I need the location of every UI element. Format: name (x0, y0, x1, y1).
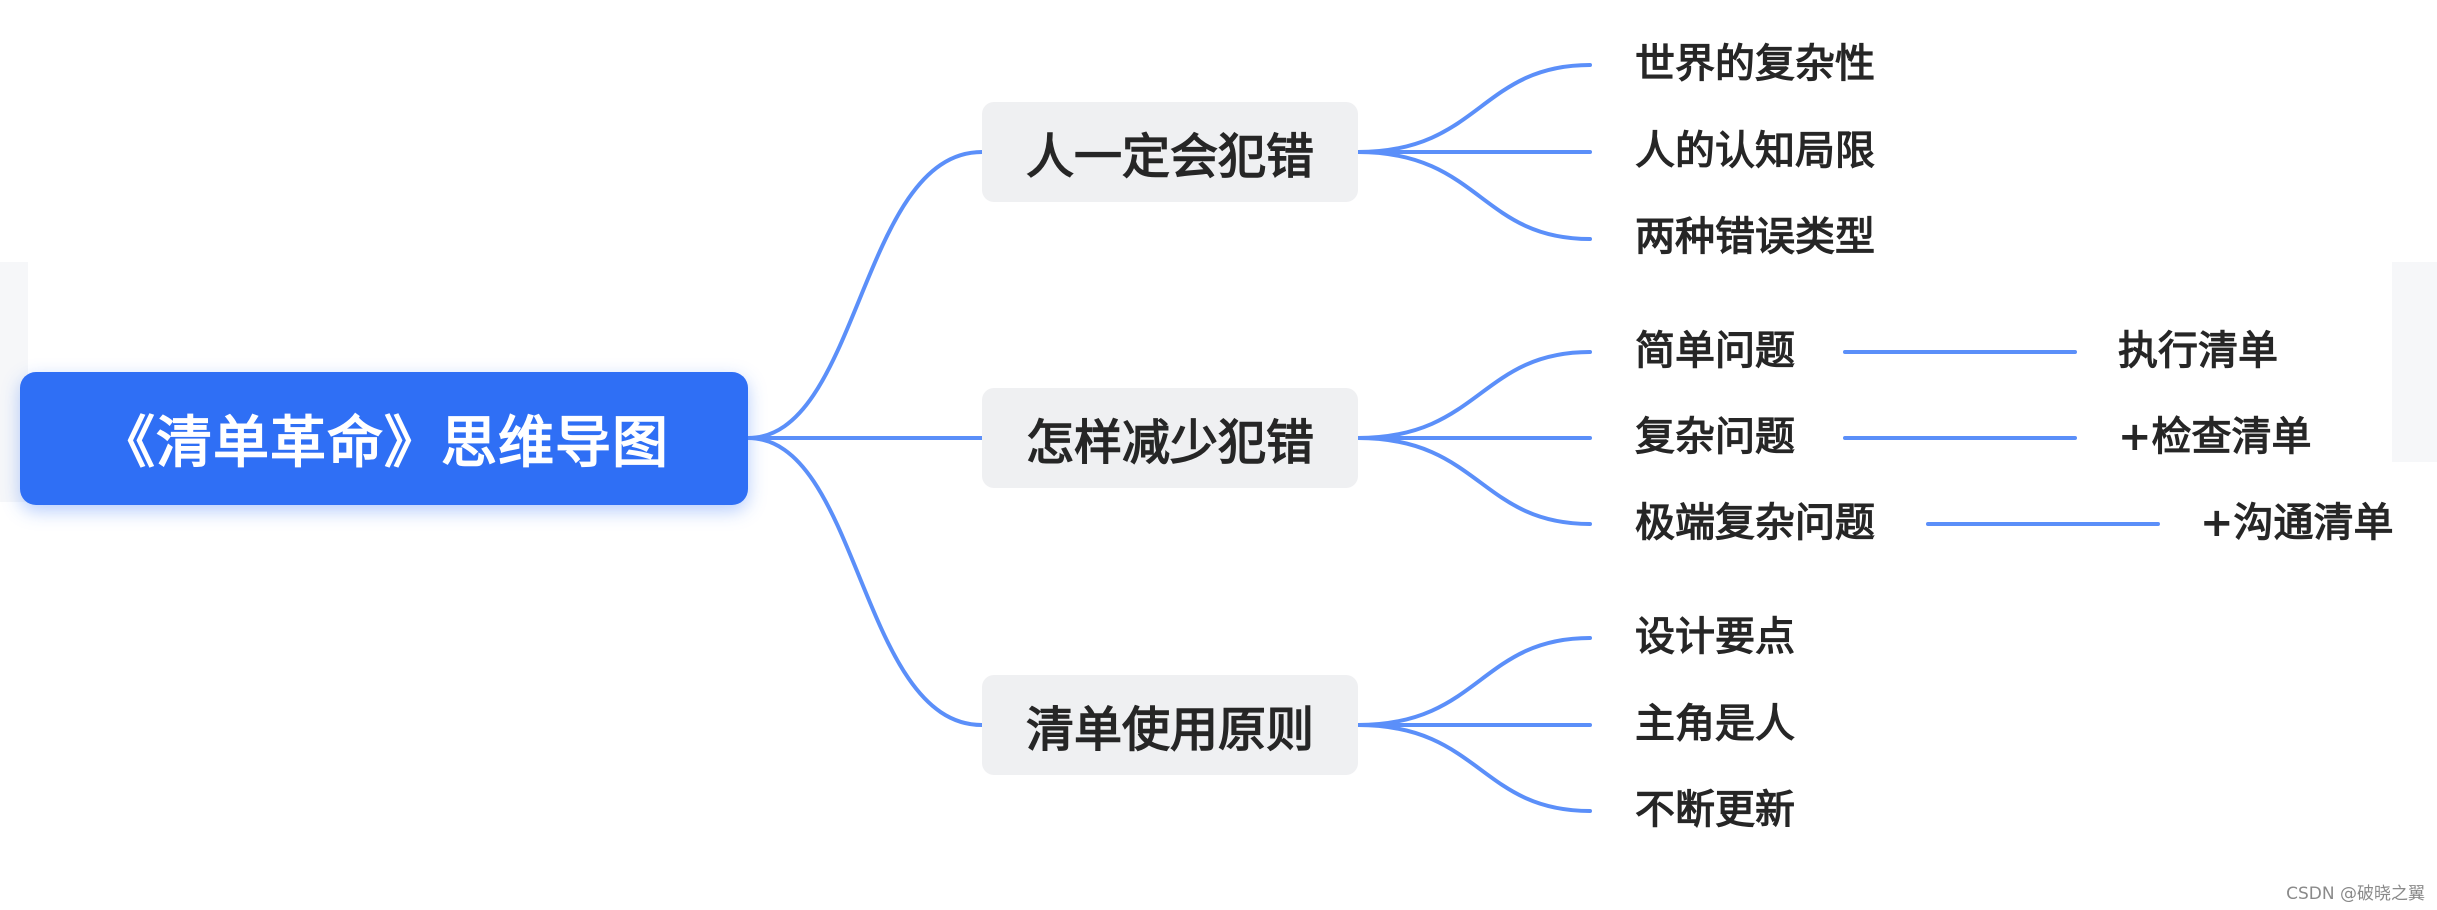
leaf-cognitive-limits[interactable]: 人的认知局限 (1635, 128, 1875, 174)
leaf-simple-problem[interactable]: 简单问题 (1635, 328, 1795, 374)
leaf-error-types[interactable]: 两种错误类型 (1635, 214, 1875, 260)
watermark: CSDN @破晓之翼 (2286, 884, 2425, 904)
leaf-communication-checklist[interactable]: +沟通清单 (2200, 500, 2394, 546)
link-branch-3-leaf-1 (1356, 636, 1592, 727)
link-branch-3-leaf-3 (1356, 723, 1592, 813)
link-root-branch-1 (746, 150, 984, 440)
leaf-world-complexity[interactable]: 世界的复杂性 (1635, 41, 1875, 87)
leaf-extreme-problem[interactable]: 极端复杂问题 (1635, 500, 1875, 546)
right-edge-panel (2392, 262, 2437, 462)
link-branch-2-leaf-3 (1356, 436, 1592, 526)
leaf-check-checklist[interactable]: +检查清单 (2118, 414, 2312, 460)
leaf-complex-problem[interactable]: 复杂问题 (1635, 414, 1795, 460)
link-root-branch-3 (746, 436, 984, 727)
link-branch-1-leaf-3 (1356, 150, 1592, 241)
link-branch-2-leaf-1 (1356, 350, 1592, 440)
branch-node-checklist-principles[interactable]: 清单使用原则 (982, 675, 1358, 775)
branch-node-reduce-mistakes[interactable]: 怎样减少犯错 (982, 388, 1358, 488)
leaf-people-first[interactable]: 主角是人 (1635, 701, 1795, 747)
branch-node-mistakes[interactable]: 人一定会犯错 (982, 102, 1358, 202)
root-node[interactable]: 《清单革命》思维导图 (20, 372, 748, 505)
link-branch-1-leaf-1 (1356, 63, 1592, 154)
leaf-execution-checklist[interactable]: 执行清单 (2118, 328, 2278, 374)
leaf-design-points[interactable]: 设计要点 (1635, 614, 1795, 660)
leaf-keep-updating[interactable]: 不断更新 (1635, 787, 1795, 833)
